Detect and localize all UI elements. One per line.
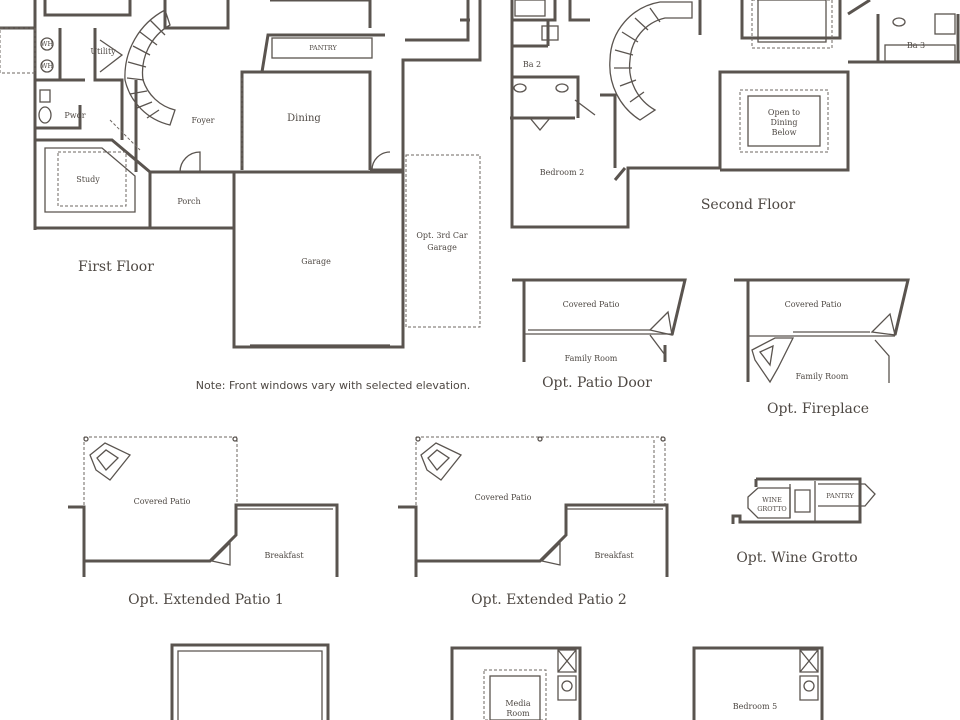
study-label: Study [76, 175, 100, 184]
opt-extended-patio-2-plan [398, 436, 669, 577]
opt-patio-door-caption: Opt. Patio Door [542, 375, 652, 391]
powder-room-label: Pwdr [64, 111, 85, 120]
patio-door-family-room-label: Family Room [565, 354, 618, 363]
bedroom-2-label: Bedroom 2 [540, 168, 584, 177]
foyer-label: Foyer [191, 116, 214, 125]
third-car-garage-label-1: Opt. 3rd Car [416, 231, 467, 240]
fireplace-covered-patio-label: Covered Patio [785, 300, 842, 309]
first-floor-caption: First Floor [78, 259, 154, 275]
extended-patio-2-breakfast-label: Breakfast [594, 551, 634, 560]
open-to-dining-label-1: Open to [768, 108, 800, 117]
extended-patio-1-breakfast-label: Breakfast [264, 551, 304, 560]
open-to-dining-label-2: Dining [771, 118, 798, 127]
open-to-dining-label-3: Below [772, 128, 797, 137]
patio-door-covered-patio-label: Covered Patio [563, 300, 620, 309]
extended-patio-2-covered-patio-label: Covered Patio [475, 493, 532, 502]
porch-label: Porch [177, 197, 200, 206]
opt-fireplace-plan [734, 278, 910, 384]
opt-extended-patio-1-caption: Opt. Extended Patio 1 [128, 592, 284, 608]
dining-label: Dining [287, 113, 321, 124]
wine-grotto-label-2: GROTTO [757, 505, 787, 513]
bath-3-label: Ba 3 [907, 41, 925, 50]
utility-label: Utility [90, 47, 116, 56]
opt-wine-grotto-plan [731, 477, 876, 524]
water-heater-1-label: WH [41, 40, 54, 48]
media-room-label-2: Room [506, 709, 530, 718]
opt-wine-grotto-caption: Opt. Wine Grotto [736, 550, 857, 566]
fireplace-family-room-label: Family Room [796, 372, 849, 381]
media-room-label-1: Media [505, 699, 531, 708]
elevation-note: Note: Front windows vary with selected e… [196, 379, 470, 392]
second-floor-caption: Second Floor [701, 197, 796, 213]
extended-patio-1-covered-patio-label: Covered Patio [134, 497, 191, 506]
water-heater-2-label: WH [41, 62, 54, 70]
wine-grotto-pantry-label: PANTRY [826, 492, 854, 500]
opt-extended-patio-2-caption: Opt. Extended Patio 2 [471, 592, 627, 608]
garage-label: Garage [301, 257, 331, 266]
pantry-label: PANTRY [309, 44, 337, 52]
opt-extended-patio-1-plan [68, 436, 339, 577]
opt-patio-door-plan [512, 278, 687, 362]
third-car-garage-label-2: Garage [427, 243, 457, 252]
opt-fireplace-caption: Opt. Fireplace [767, 401, 869, 417]
first-floor-plan [0, 0, 482, 349]
bottom-row-plans [170, 643, 824, 720]
wine-grotto-label-1: WINE [762, 496, 782, 504]
second-floor-plan [510, 0, 960, 229]
bath-2-label: Ba 2 [523, 60, 541, 69]
bedroom-5-label: Bedroom 5 [733, 702, 777, 711]
